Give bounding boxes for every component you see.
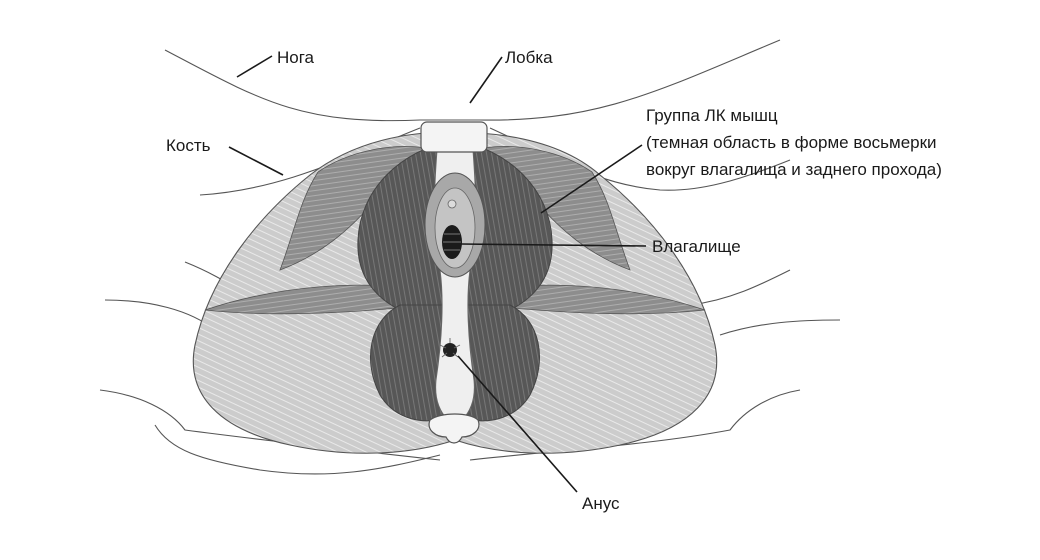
urethra	[447, 199, 457, 209]
label-pc-group-line2: (темная область в форме восьмерки	[646, 133, 937, 152]
label-pc-group-line1: Группа ЛК мышц	[646, 106, 778, 125]
label-bone: Кость	[166, 136, 211, 155]
label-vagina: Влагалище	[652, 237, 741, 256]
label-anus: Анус	[582, 494, 620, 513]
pubic-symphysis	[420, 121, 488, 153]
label-pc-group-line3: вокруг влагалища и заднего прохода)	[646, 160, 942, 179]
coccyx	[428, 413, 480, 444]
label-leg: Нога	[277, 48, 315, 67]
label-pubis: Лобка	[505, 48, 553, 67]
leader-lines	[228, 55, 647, 493]
